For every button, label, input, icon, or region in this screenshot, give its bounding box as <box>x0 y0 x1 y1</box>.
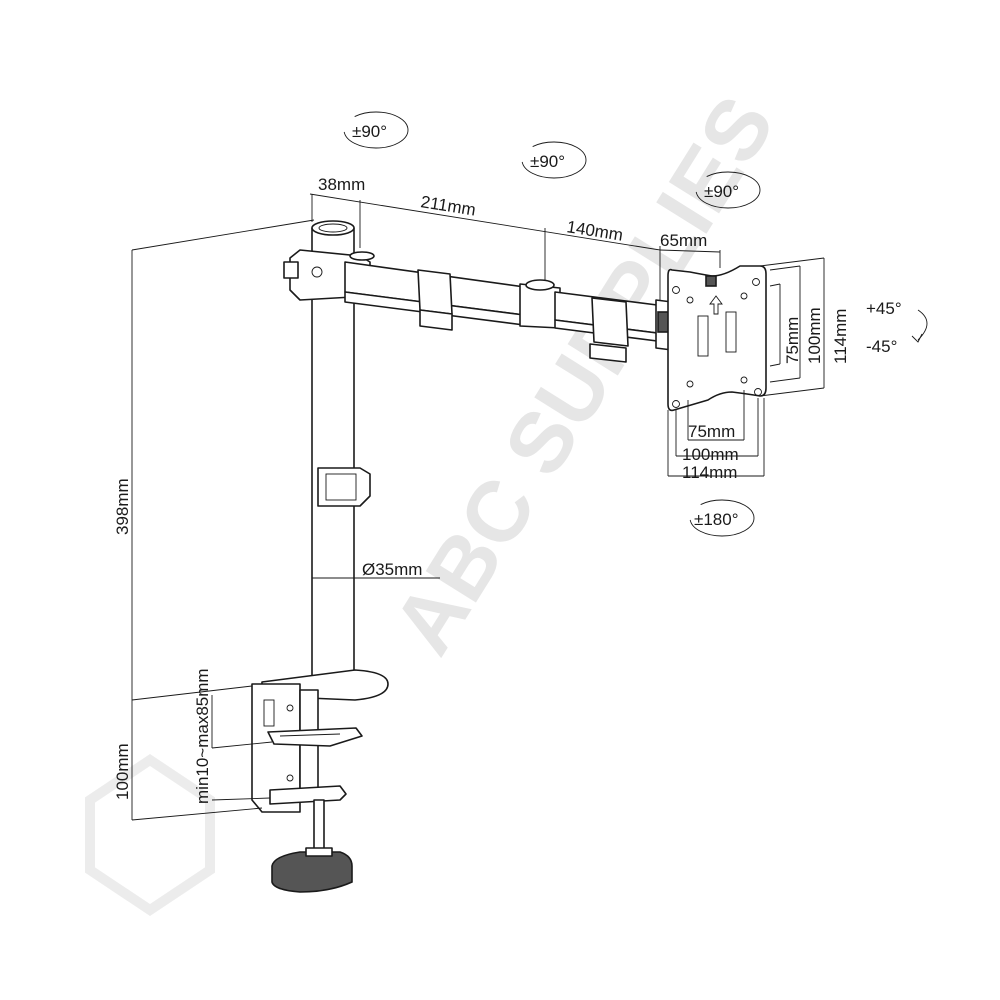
label-rotate: ±180° <box>694 510 739 529</box>
label-tilt-up: +45° <box>866 299 902 318</box>
label-vesa-v-100: 100mm <box>805 307 824 364</box>
label-65mm: 65mm <box>660 231 707 250</box>
label-arm-swivel: ±90° <box>530 152 565 171</box>
label-38mm: 38mm <box>318 175 365 194</box>
label-head-swivel: ±90° <box>704 182 739 201</box>
label-398mm: 398mm <box>113 478 132 535</box>
label-211mm: 211mm <box>419 192 477 219</box>
arm <box>283 249 673 363</box>
dimension-lines <box>131 193 825 821</box>
label-clamp-range: min10~max85mm <box>193 668 212 804</box>
label-tilt-down: -45° <box>866 337 897 356</box>
rotation-arrows <box>343 111 928 537</box>
label-vesa-h-75: 75mm <box>688 422 735 441</box>
desk-clamp <box>251 669 389 893</box>
label-vesa-v-75: 75mm <box>783 317 802 364</box>
label-vesa-h-114: 114mm <box>682 463 737 482</box>
label-vesa-v-114: 114mm <box>831 309 850 364</box>
vesa-plate <box>667 265 767 412</box>
pole <box>311 220 371 689</box>
label-vesa-h-100: 100mm <box>682 445 739 464</box>
label-pole-diameter: Ø35mm <box>362 560 422 579</box>
label-pole-swivel: ±90° <box>352 122 387 141</box>
label-140mm: 140mm <box>565 217 624 245</box>
rotation-labels: ±90° ±90° ±90° +45° -45° ±180° <box>352 122 902 529</box>
label-clamp-height: 100mm <box>113 743 132 800</box>
